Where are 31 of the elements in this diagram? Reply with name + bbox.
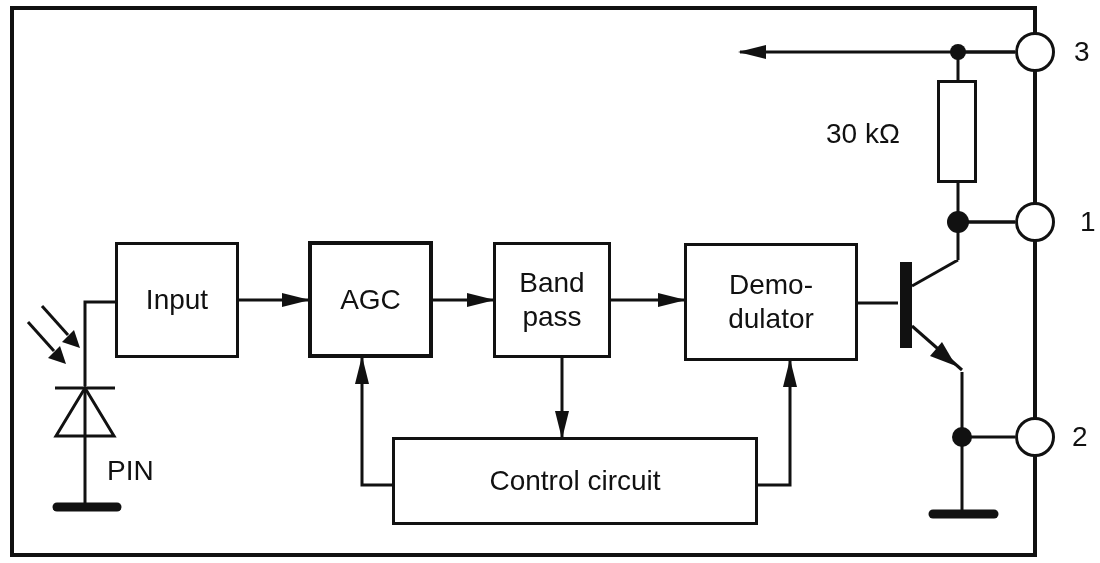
block-label: Band pass (518, 266, 586, 334)
block-box (684, 243, 858, 361)
block-label: Control circuit (489, 464, 661, 498)
arrow (433, 293, 495, 307)
wire (956, 220, 1015, 260)
photodiode-symbol (50, 386, 120, 440)
wire (956, 50, 1015, 80)
pin-terminal (1015, 32, 1055, 72)
block-label: Demo- dulator (727, 268, 815, 336)
arrow (355, 356, 392, 487)
block-box (115, 242, 239, 358)
pin-terminal (1015, 202, 1055, 242)
resistance-label: 30 kΩ (826, 118, 900, 150)
pin-terminal (1015, 417, 1055, 457)
wire (858, 301, 898, 305)
wire (960, 372, 1015, 439)
arrow (555, 358, 569, 439)
block-box (493, 242, 611, 358)
resistor-symbol (937, 80, 977, 183)
block-label: AGC (340, 282, 401, 317)
block-label: Input (145, 283, 209, 317)
pin-number: 1 (1080, 206, 1096, 238)
arrow (758, 359, 797, 487)
block-box (308, 241, 433, 358)
pin-number: 2 (1072, 421, 1088, 453)
pin-number: 3 (1074, 36, 1090, 68)
diode-label: PIN (107, 455, 154, 487)
arrow (239, 293, 310, 307)
arrow (611, 293, 686, 307)
block-box (392, 437, 758, 525)
wire (83, 300, 115, 386)
